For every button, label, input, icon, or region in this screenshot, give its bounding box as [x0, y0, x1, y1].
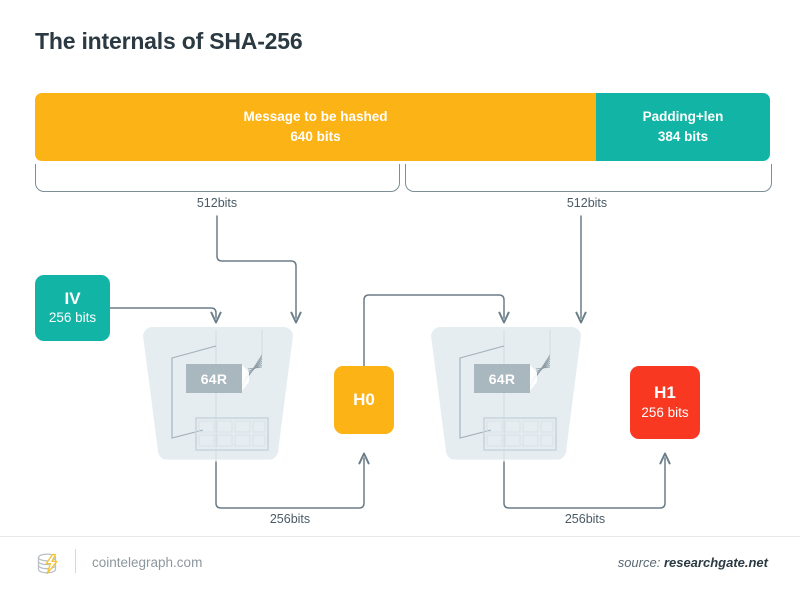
wire-block1-to-h0 — [215, 458, 364, 509]
compression-block-1 — [143, 327, 293, 505]
chunk-1-bits-label: 512bits — [196, 196, 238, 210]
bar-segment-padding: Padding+len 384 bits — [596, 93, 770, 161]
node-iv: IV 256 bits — [35, 275, 110, 341]
footer-separator — [75, 549, 76, 573]
node-h1: H1 256 bits — [630, 366, 700, 439]
rounds-label-1: 64R — [186, 364, 242, 393]
bar-padding-size: 384 bits — [657, 129, 709, 144]
node-h1-title: H1 — [654, 383, 676, 403]
compression-block-2 — [431, 327, 581, 505]
page-title: The internals of SHA-256 — [35, 28, 303, 54]
source-name: researchgate.net — [663, 555, 768, 570]
node-h0: H0 — [334, 366, 394, 434]
node-h1-sub: 256 bits — [641, 404, 689, 420]
rounds-label-2: 64R — [474, 364, 530, 393]
footer-divider — [0, 536, 800, 537]
message-bar: Message to be hashed 640 bits Padding+le… — [35, 93, 770, 161]
wire-h0-to-block2 — [363, 294, 504, 367]
state-grid-1 — [195, 417, 269, 451]
bracket-chunk-2 — [405, 164, 772, 192]
wire-block2-to-h1 — [503, 458, 665, 509]
feedback-1-bits-label: 256bits — [269, 512, 311, 526]
bracket-chunk-1 — [35, 164, 400, 192]
node-iv-title: IV — [64, 288, 81, 308]
footer-site-label: cointelegraph.com — [92, 555, 203, 570]
source-prefix: source: — [617, 555, 664, 570]
node-h0-title: H0 — [353, 389, 375, 409]
wire-iv-to-block1 — [109, 307, 216, 318]
bar-padding-label: Padding+len — [642, 109, 724, 125]
chunk-2-bits-label: 512bits — [566, 196, 608, 210]
wire-chunk1-to-block1 — [216, 215, 296, 318]
bar-segment-message: Message to be hashed 640 bits — [35, 93, 596, 161]
source-attribution: source: researchgate.net — [618, 555, 768, 570]
coin-stack-bolt-icon — [35, 551, 63, 582]
feedback-2-bits-label: 256bits — [564, 512, 606, 526]
bar-message-label: Message to be hashed — [243, 109, 388, 125]
bar-message-size: 640 bits — [290, 129, 341, 144]
node-iv-sub: 256 bits — [48, 310, 97, 326]
state-grid-2 — [483, 417, 557, 451]
